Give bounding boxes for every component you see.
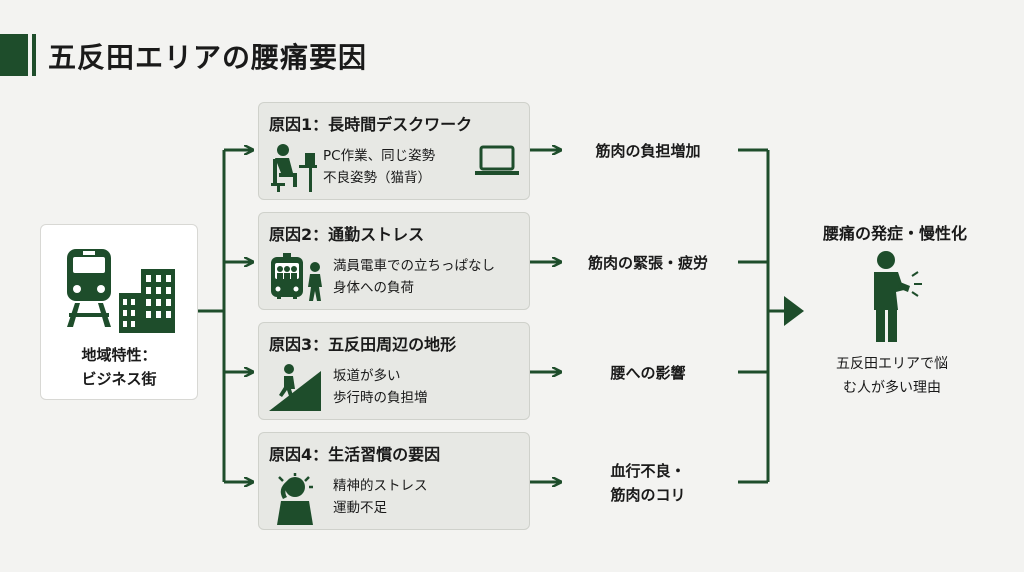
cause-title: 原因2：通勤ストレス <box>269 225 425 244</box>
crowded-train-icon <box>271 253 322 301</box>
result-title: 腰痛の発症・慢性化 <box>822 224 967 243</box>
cause-desc-line2: 身体への負荷 <box>333 280 414 296</box>
cause-box-4: 原因4：生活習慣の要因 精神的ストレス 運動不足 <box>258 432 530 530</box>
effect-line1: 血行不良・ <box>610 462 686 480</box>
cause-box-3: 原因3：五反田周辺の地形 坂道が多い 歩行時の負担増 <box>258 322 530 420</box>
cause-desc-line2: 不良姿勢（猫背） <box>323 170 431 186</box>
effect-line1: 腰への影響 <box>610 364 686 382</box>
effect-1: 筋肉の負担増加 <box>566 139 730 163</box>
result-desc-line1: 五反田エリアで悩 <box>836 356 948 372</box>
cause-desc-line1: 満員電車での立ちっぱなし <box>333 258 495 274</box>
stressed-person-icon <box>277 473 313 525</box>
cause-desc-line2: 運動不足 <box>333 500 387 516</box>
cause-desc-line1: 坂道が多い <box>333 368 401 384</box>
cause-title: 原因4：生活習慣の要因 <box>269 445 441 464</box>
result-desc-line2: む人が多い理由 <box>843 380 941 396</box>
cause-box-2: 原因2：通勤ストレス 満員電車での立ちっぱなし 身体への負荷 <box>258 212 530 310</box>
effect-4: 血行不良・ 筋肉のコリ <box>566 459 730 507</box>
cause-desc-line1: 精神的ストレス <box>333 478 428 494</box>
origin-label-line2: ビジネス街 <box>81 370 157 388</box>
cause-desc-line1: PC作業、同じ姿勢 <box>323 148 436 164</box>
back-pain-person-icon <box>874 251 922 342</box>
effect-line1: 筋肉の緊張・疲労 <box>587 254 708 272</box>
result-desc: 五反田エリアで悩 む人が多い理由 <box>812 352 972 400</box>
laptop-icon <box>475 145 519 175</box>
effect-line1: 筋肉の負担増加 <box>595 142 701 160</box>
cause-title: 原因1：長時間デスクワーク <box>269 115 473 134</box>
desk-worker-icon <box>271 144 317 192</box>
page-title: 五反田エリアの腰痛要因 <box>48 41 368 74</box>
cause-desc: 満員電車での立ちっぱなし 身体への負荷 <box>333 255 495 299</box>
title-accent-line <box>32 34 36 76</box>
slope-walker-icon <box>269 364 321 411</box>
title-accent-bar <box>0 34 28 76</box>
effect-line2: 筋肉のコリ <box>610 486 686 504</box>
cause-desc: 坂道が多い 歩行時の負担増 <box>333 365 428 409</box>
origin-label: 地域特性： ビジネス街 <box>41 343 197 391</box>
cause-box-1: 原因1：長時間デスクワーク PC作業、同じ姿勢 不良姿勢（猫背） <box>258 102 530 200</box>
cause-desc-line2: 歩行時の負担増 <box>333 390 428 406</box>
origin-box: 地域特性： ビジネス街 <box>40 224 198 400</box>
effect-2: 筋肉の緊張・疲労 <box>566 251 730 275</box>
train-and-buildings-icon <box>67 249 175 333</box>
origin-label-line1: 地域特性： <box>81 346 157 364</box>
cause-desc: 精神的ストレス 運動不足 <box>333 475 428 519</box>
effect-3: 腰への影響 <box>566 361 730 385</box>
cause-title: 原因3：五反田周辺の地形 <box>269 335 457 354</box>
cause-desc: PC作業、同じ姿勢 不良姿勢（猫背） <box>323 145 435 189</box>
